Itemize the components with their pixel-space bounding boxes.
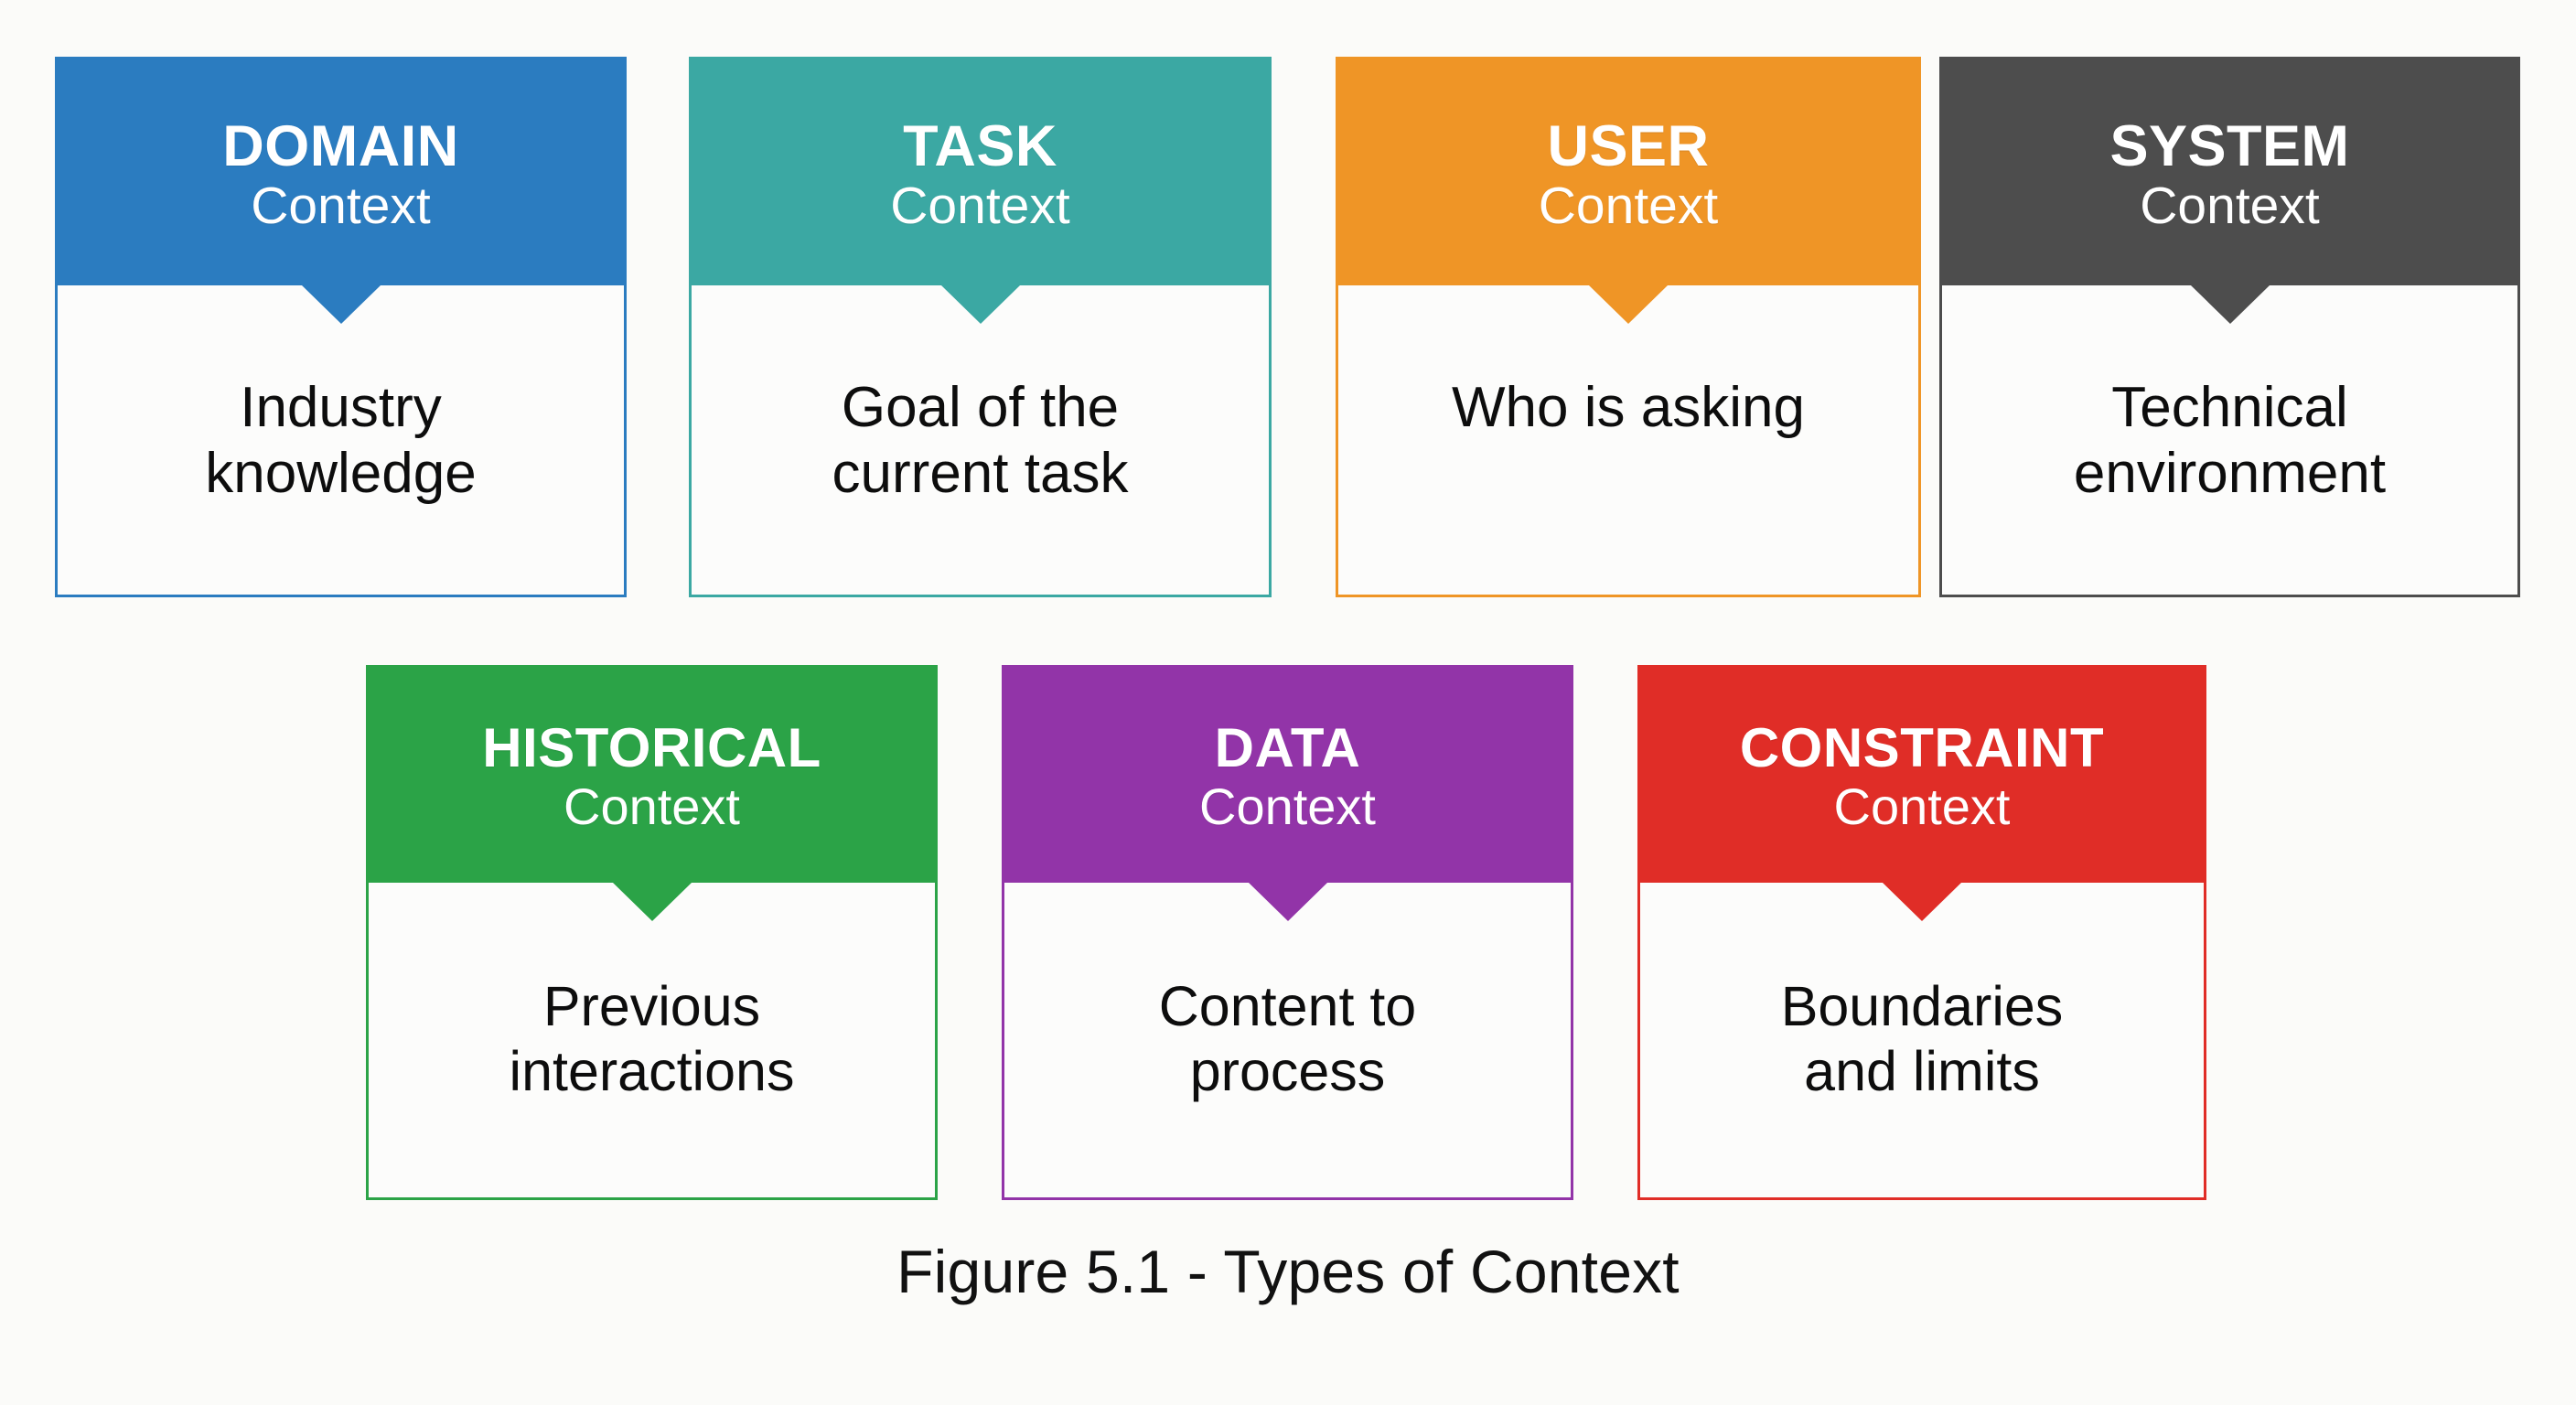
card-title: TASK [903, 113, 1057, 178]
context-card-task[interactable]: TASK Context Goal of the current task [689, 57, 1272, 597]
card-body-line-1: Technical [2111, 376, 2348, 439]
card-subtitle: Context [1538, 176, 1719, 235]
context-card-system[interactable]: SYSTEM Context Technical environment [1939, 57, 2520, 597]
card-body-line-1: Goal of the [841, 376, 1120, 439]
card-body-constraint: Boundaries and limits [1637, 883, 2206, 1200]
card-header-system: SYSTEM Context [1939, 57, 2520, 324]
speech-tail-icon [301, 285, 381, 324]
card-body-data: Content to process [1002, 883, 1573, 1200]
card-header-task: TASK Context [689, 57, 1272, 324]
card-subtitle: Context [1199, 777, 1376, 835]
speech-tail-icon [612, 883, 692, 921]
speech-tail-icon [1248, 883, 1327, 921]
card-body-line-2: interactions [509, 1039, 795, 1102]
figure-caption: Figure 5.1 - Types of Context [896, 1238, 1680, 1305]
context-card-user[interactable]: USER Context Who is asking [1336, 57, 1921, 597]
card-subtitle: Context [2140, 176, 2320, 235]
card-body-user: Who is asking [1336, 285, 1921, 597]
card-body-line-1: Who is asking [1452, 376, 1805, 439]
card-body-text: Who is asking [1338, 375, 1918, 441]
card-title: USER [1547, 113, 1710, 178]
card-body-text: Previous interactions [369, 974, 935, 1104]
speech-tail-icon [1883, 883, 1961, 921]
context-card-data[interactable]: DATA Context Content to process [1002, 665, 1573, 1200]
card-body-line-1: Previous [542, 975, 761, 1037]
card-body-line-1: Boundaries [1780, 975, 2064, 1037]
card-body-text: Content to process [1004, 974, 1571, 1104]
card-header-user: USER Context [1336, 57, 1921, 324]
card-subtitle: Context [564, 777, 740, 835]
card-body-line-1: Industry [240, 376, 442, 439]
card-body-text: Industry knowledge [58, 375, 624, 507]
card-title: CONSTRAINT [1739, 716, 2105, 778]
card-body-line-2: process [1189, 1039, 1386, 1102]
card-body-line-2: and limits [1804, 1039, 2040, 1102]
card-subtitle: Context [1833, 777, 2011, 835]
card-body-text: Boundaries and limits [1640, 974, 2204, 1104]
card-header-data: DATA Context [1002, 665, 1573, 921]
card-body-task: Goal of the current task [689, 285, 1272, 597]
card-header-historical: HISTORICAL Context [366, 665, 938, 921]
card-body-domain: Industry knowledge [55, 285, 627, 597]
context-card-constraint[interactable]: CONSTRAINT Context Boundaries and limits [1637, 665, 2206, 1200]
card-body-text: Goal of the current task [692, 375, 1269, 507]
card-body-line-2: current task [832, 441, 1129, 505]
card-body-line-2: knowledge [205, 441, 477, 505]
card-header-domain: DOMAIN Context [55, 57, 627, 324]
speech-tail-icon [940, 285, 1020, 324]
card-title: DOMAIN [222, 113, 459, 178]
card-body-line-2: environment [2073, 441, 2387, 505]
context-card-historical[interactable]: HISTORICAL Context Previous interactions [366, 665, 938, 1200]
card-body-text: Technical environment [1942, 375, 2517, 507]
card-title: DATA [1214, 716, 1361, 778]
card-title: SYSTEM [2109, 113, 2350, 178]
card-subtitle: Context [251, 176, 431, 235]
card-header-constraint: CONSTRAINT Context [1637, 665, 2206, 921]
card-body-historical: Previous interactions [366, 883, 938, 1200]
card-body-system: Technical environment [1939, 285, 2520, 597]
card-subtitle: Context [890, 176, 1070, 235]
context-card-domain[interactable]: DOMAIN Context Industry knowledge [55, 57, 627, 597]
speech-tail-icon [2190, 285, 2270, 324]
card-body-line-1: Content to [1158, 975, 1417, 1037]
speech-tail-icon [1589, 285, 1668, 324]
card-title: HISTORICAL [482, 716, 821, 778]
